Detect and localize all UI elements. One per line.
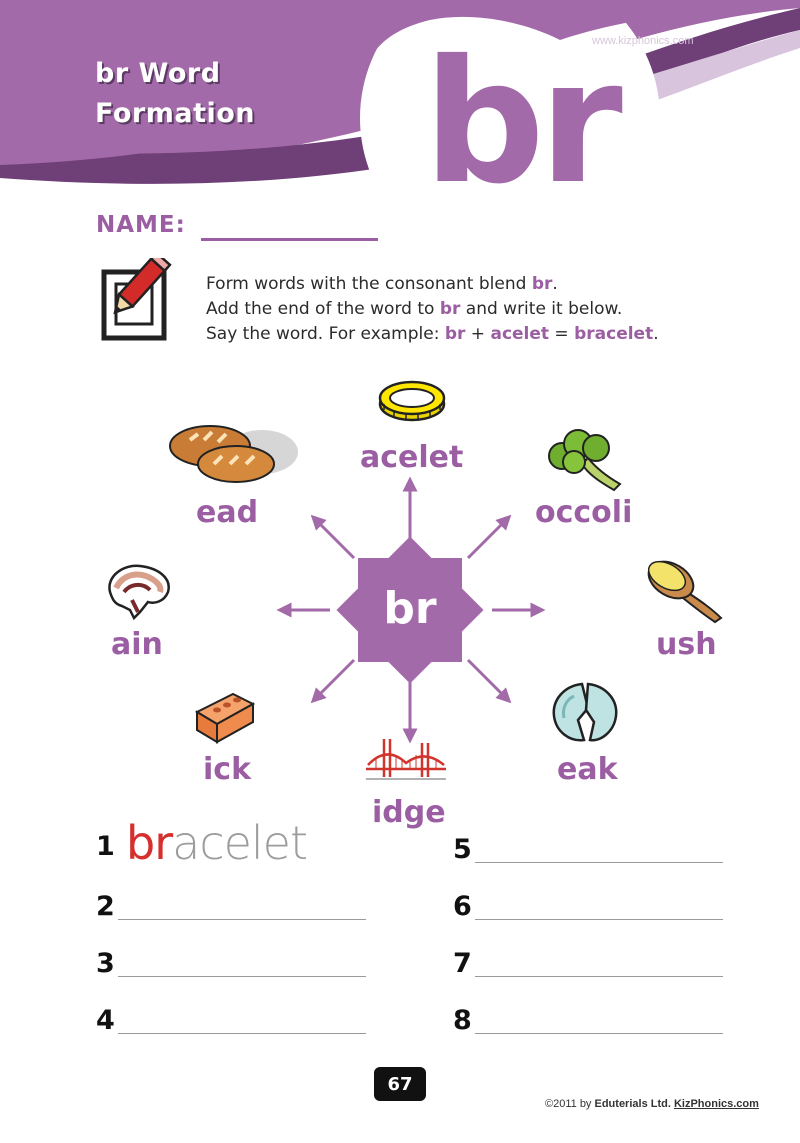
answer-2: 2 [96,886,376,926]
page-number: 67 [374,1067,426,1101]
ending-ick: ick [203,752,252,787]
answer-5: 5 [453,829,733,869]
ending-ead: ead [196,495,259,530]
ending-ush: ush [656,627,717,662]
instructions: Form words with the consonant blend br. … [206,272,659,347]
ending-ain: ain [111,627,163,662]
answer-number: 8 [453,1005,472,1036]
instruction-line-3: Say the word. For example: br + acelet =… [206,324,659,344]
answer-number: 5 [453,834,472,865]
answer-write-line[interactable] [475,1032,723,1034]
answer-4: 4 [96,1000,376,1040]
copyright: ©2011 by Eduterials Ltd. KizPhonics.com [545,1098,759,1110]
name-label: NAME: [96,212,186,238]
answer-write-line[interactable] [118,918,366,920]
pencil-checkbox-icon [101,258,172,341]
big-blend-letters: br [423,24,623,222]
answer-write-line[interactable] [118,975,366,977]
answer-number: 4 [96,1005,115,1036]
answer-write-line[interactable] [475,975,723,977]
answer-3: 3 [96,943,376,983]
ending-eak: eak [557,752,618,787]
brain-picture [108,564,170,621]
bracelet-picture [378,380,446,422]
answer-write-line[interactable] [475,918,723,920]
bridge-picture [366,739,446,780]
answer-number: 7 [453,948,472,979]
answer-number: 2 [96,891,115,922]
answer-7: 7 [453,943,733,983]
name-write-line[interactable] [201,238,378,241]
brush-picture [647,560,723,624]
answer-number: 6 [453,891,472,922]
ending-occoli: occoli [535,495,633,530]
brick-picture [194,692,256,744]
answer-write-line[interactable] [475,861,723,863]
center-blend: br [383,582,437,634]
word-wheel-arrows [276,476,546,744]
answer-8: 8 [453,1000,733,1040]
worksheet-title-line1: br Word [95,58,221,89]
ending-acelet: acelet [360,440,464,475]
example-answer: bracelet [126,816,308,870]
answer-write-line[interactable] [118,1032,366,1034]
bread-picture [169,425,298,483]
broccoli-picture [548,429,622,492]
break-plate-picture [552,682,618,742]
site-link[interactable]: KizPhonics.com [673,1098,759,1110]
answer-number: 1 [96,831,115,862]
worksheet-title-line2: Formation [95,98,256,129]
watermark: www.kizphonics.com [592,35,694,47]
answer-number: 3 [96,948,115,979]
instruction-line-2: Add the end of the word to br and write … [206,299,623,319]
instruction-line-1: Form words with the consonant blend br. [206,274,558,294]
answer-6: 6 [453,886,733,926]
ending-idge: idge [372,795,446,830]
answer-1: 1 bracelet [96,820,376,866]
